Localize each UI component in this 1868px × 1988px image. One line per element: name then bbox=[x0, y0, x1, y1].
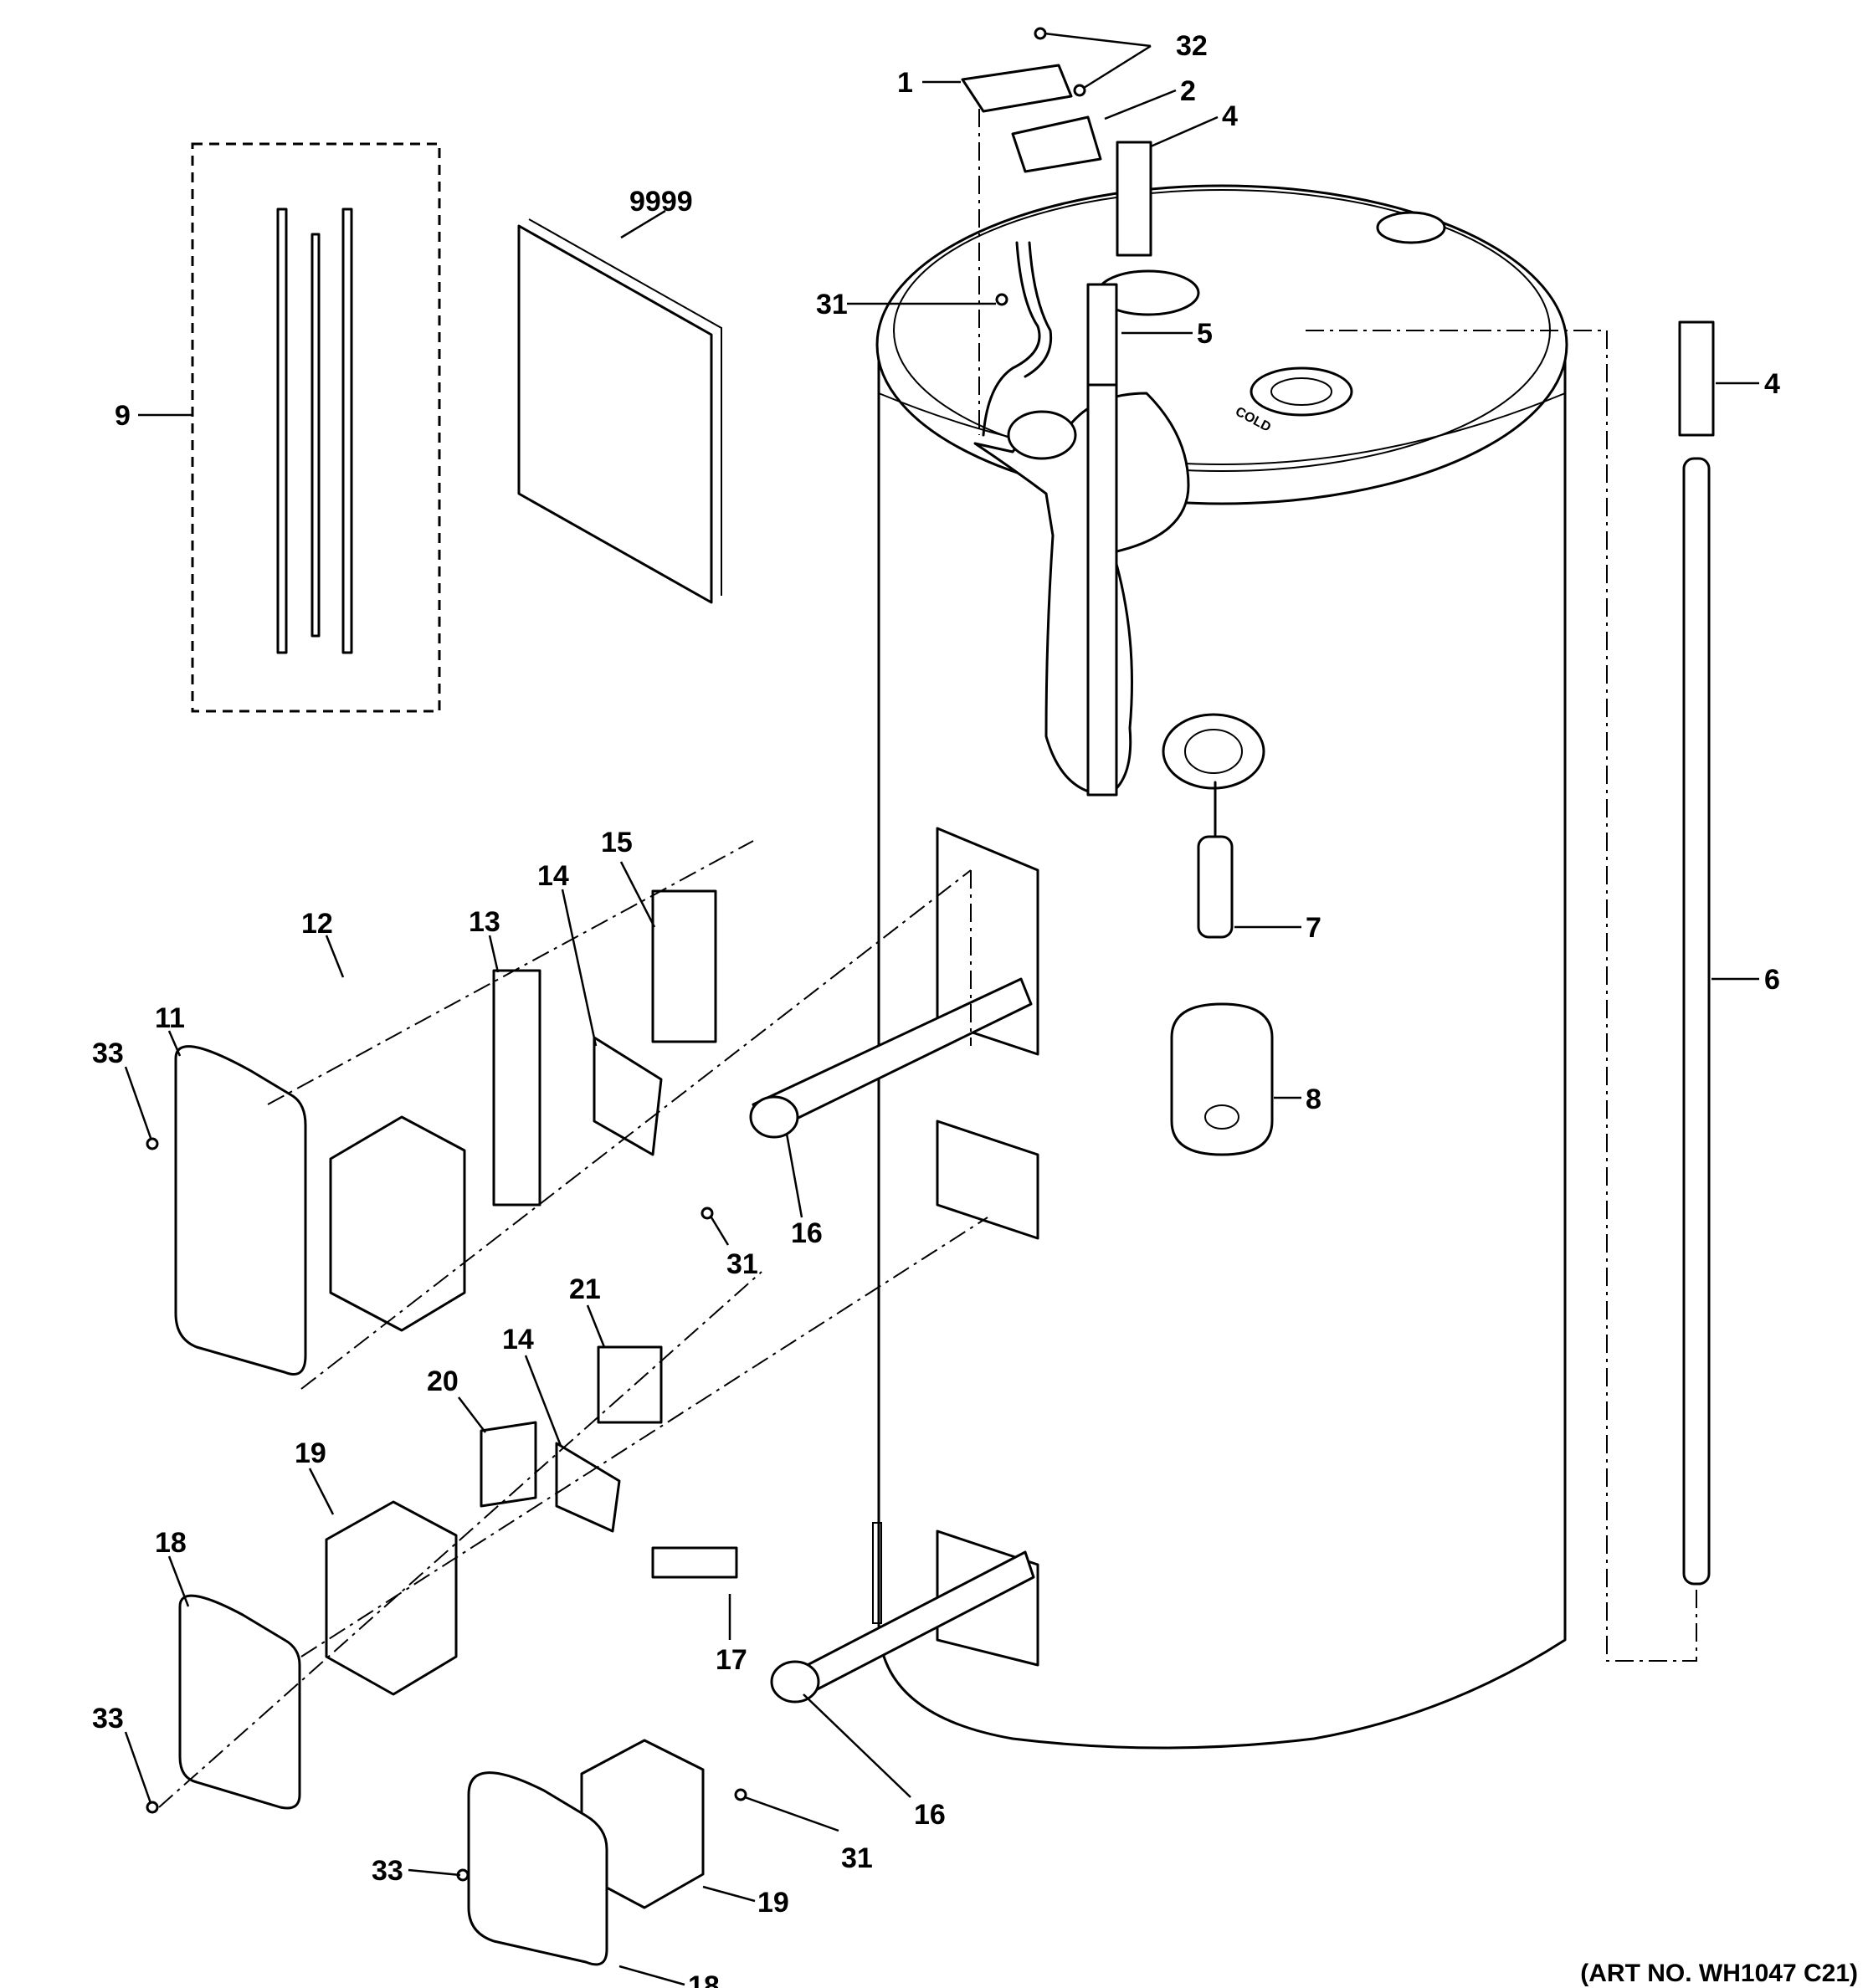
lower-access-cover-part-18 bbox=[178, 1594, 301, 1810]
callout-11: 11 bbox=[155, 1002, 185, 1034]
callout-4-right: 4 bbox=[1764, 368, 1780, 400]
callout-31-mid: 31 bbox=[726, 1248, 758, 1280]
callout-14-lower: 14 bbox=[502, 1324, 534, 1355]
bracket-part-14-lower bbox=[555, 1442, 621, 1533]
bracket-part-14-upper bbox=[593, 1036, 663, 1156]
insulation-plug-part-8 bbox=[1170, 1002, 1274, 1156]
callout-2: 2 bbox=[1180, 75, 1196, 107]
screw-32a bbox=[1034, 27, 1047, 40]
top-port-plug bbox=[1376, 211, 1446, 244]
wire-c bbox=[341, 208, 353, 654]
callout-13: 13 bbox=[469, 906, 500, 938]
callout-31-top: 31 bbox=[816, 289, 848, 320]
callout-9999: 9999 bbox=[629, 186, 693, 218]
callout-1: 1 bbox=[897, 67, 913, 99]
anode-part-5 bbox=[1086, 283, 1118, 387]
screw-31-mid bbox=[700, 1207, 714, 1220]
callout-18-bottom: 18 bbox=[688, 1970, 720, 1988]
callout-21: 21 bbox=[569, 1273, 601, 1305]
leader-lines bbox=[124, 32, 1759, 1986]
cold-inlet-port bbox=[1250, 366, 1353, 417]
screw-31-bottom bbox=[734, 1788, 747, 1801]
screw-31-top bbox=[995, 293, 1008, 306]
callout-20: 20 bbox=[427, 1365, 459, 1397]
drain-valve-part-17 bbox=[651, 1546, 738, 1579]
upper-safety-cover-part-13 bbox=[492, 969, 541, 1207]
lower-safety-cover-part-20 bbox=[480, 1421, 537, 1508]
callout-9: 9 bbox=[115, 400, 131, 432]
nipple-part-4-top bbox=[1116, 141, 1152, 257]
callout-6: 6 bbox=[1764, 964, 1780, 996]
wire-kit-part-9-box bbox=[191, 142, 441, 713]
callout-33-lower: 33 bbox=[372, 1855, 403, 1887]
callout-31-bottom: 31 bbox=[841, 1842, 873, 1874]
thermostat-part-7 bbox=[1197, 835, 1234, 939]
screw-33-lower bbox=[146, 1801, 159, 1814]
screw-33-upper bbox=[146, 1137, 159, 1150]
water-heater-tank: COLD bbox=[872, 184, 1568, 1750]
callout-19-bottom: 19 bbox=[757, 1887, 789, 1919]
callout-7: 7 bbox=[1306, 912, 1321, 944]
callout-19-left: 19 bbox=[295, 1437, 326, 1469]
callout-12: 12 bbox=[301, 908, 333, 940]
callout-17: 17 bbox=[716, 1644, 747, 1676]
dip-tube-part-6 bbox=[1682, 457, 1711, 1586]
wire-a bbox=[276, 208, 288, 654]
manual-part-9999 bbox=[517, 224, 713, 604]
callout-16-upper: 16 bbox=[791, 1217, 823, 1249]
callout-33-upper: 33 bbox=[92, 1038, 124, 1069]
callout-32: 32 bbox=[1176, 30, 1208, 62]
callout-4-top: 4 bbox=[1222, 100, 1238, 132]
bottom-access-cover-part-18 bbox=[467, 1771, 608, 1966]
terminal-cover-part-1 bbox=[961, 64, 1073, 113]
screw-32b bbox=[1073, 84, 1086, 97]
callout-18-left: 18 bbox=[155, 1527, 187, 1559]
lower-thermostat-part-21 bbox=[597, 1345, 663, 1424]
terminal-block-part-2 bbox=[1011, 115, 1102, 173]
art-number: (ART NO. WH1047 C21) bbox=[1580, 1960, 1858, 1987]
callout-8: 8 bbox=[1306, 1084, 1321, 1115]
upper-access-cover-part-11 bbox=[174, 1045, 307, 1376]
upper-insulation-part-12 bbox=[329, 1115, 466, 1332]
upper-thermostat-part-15 bbox=[651, 889, 717, 1043]
callout-15: 15 bbox=[601, 827, 633, 858]
wire-b bbox=[310, 233, 321, 638]
callout-16-lower: 16 bbox=[914, 1799, 946, 1831]
callout-5: 5 bbox=[1197, 318, 1213, 350]
callout-33-mid: 33 bbox=[92, 1703, 124, 1734]
nipple-part-4-right bbox=[1678, 320, 1715, 437]
callout-14-upper: 14 bbox=[537, 860, 569, 892]
